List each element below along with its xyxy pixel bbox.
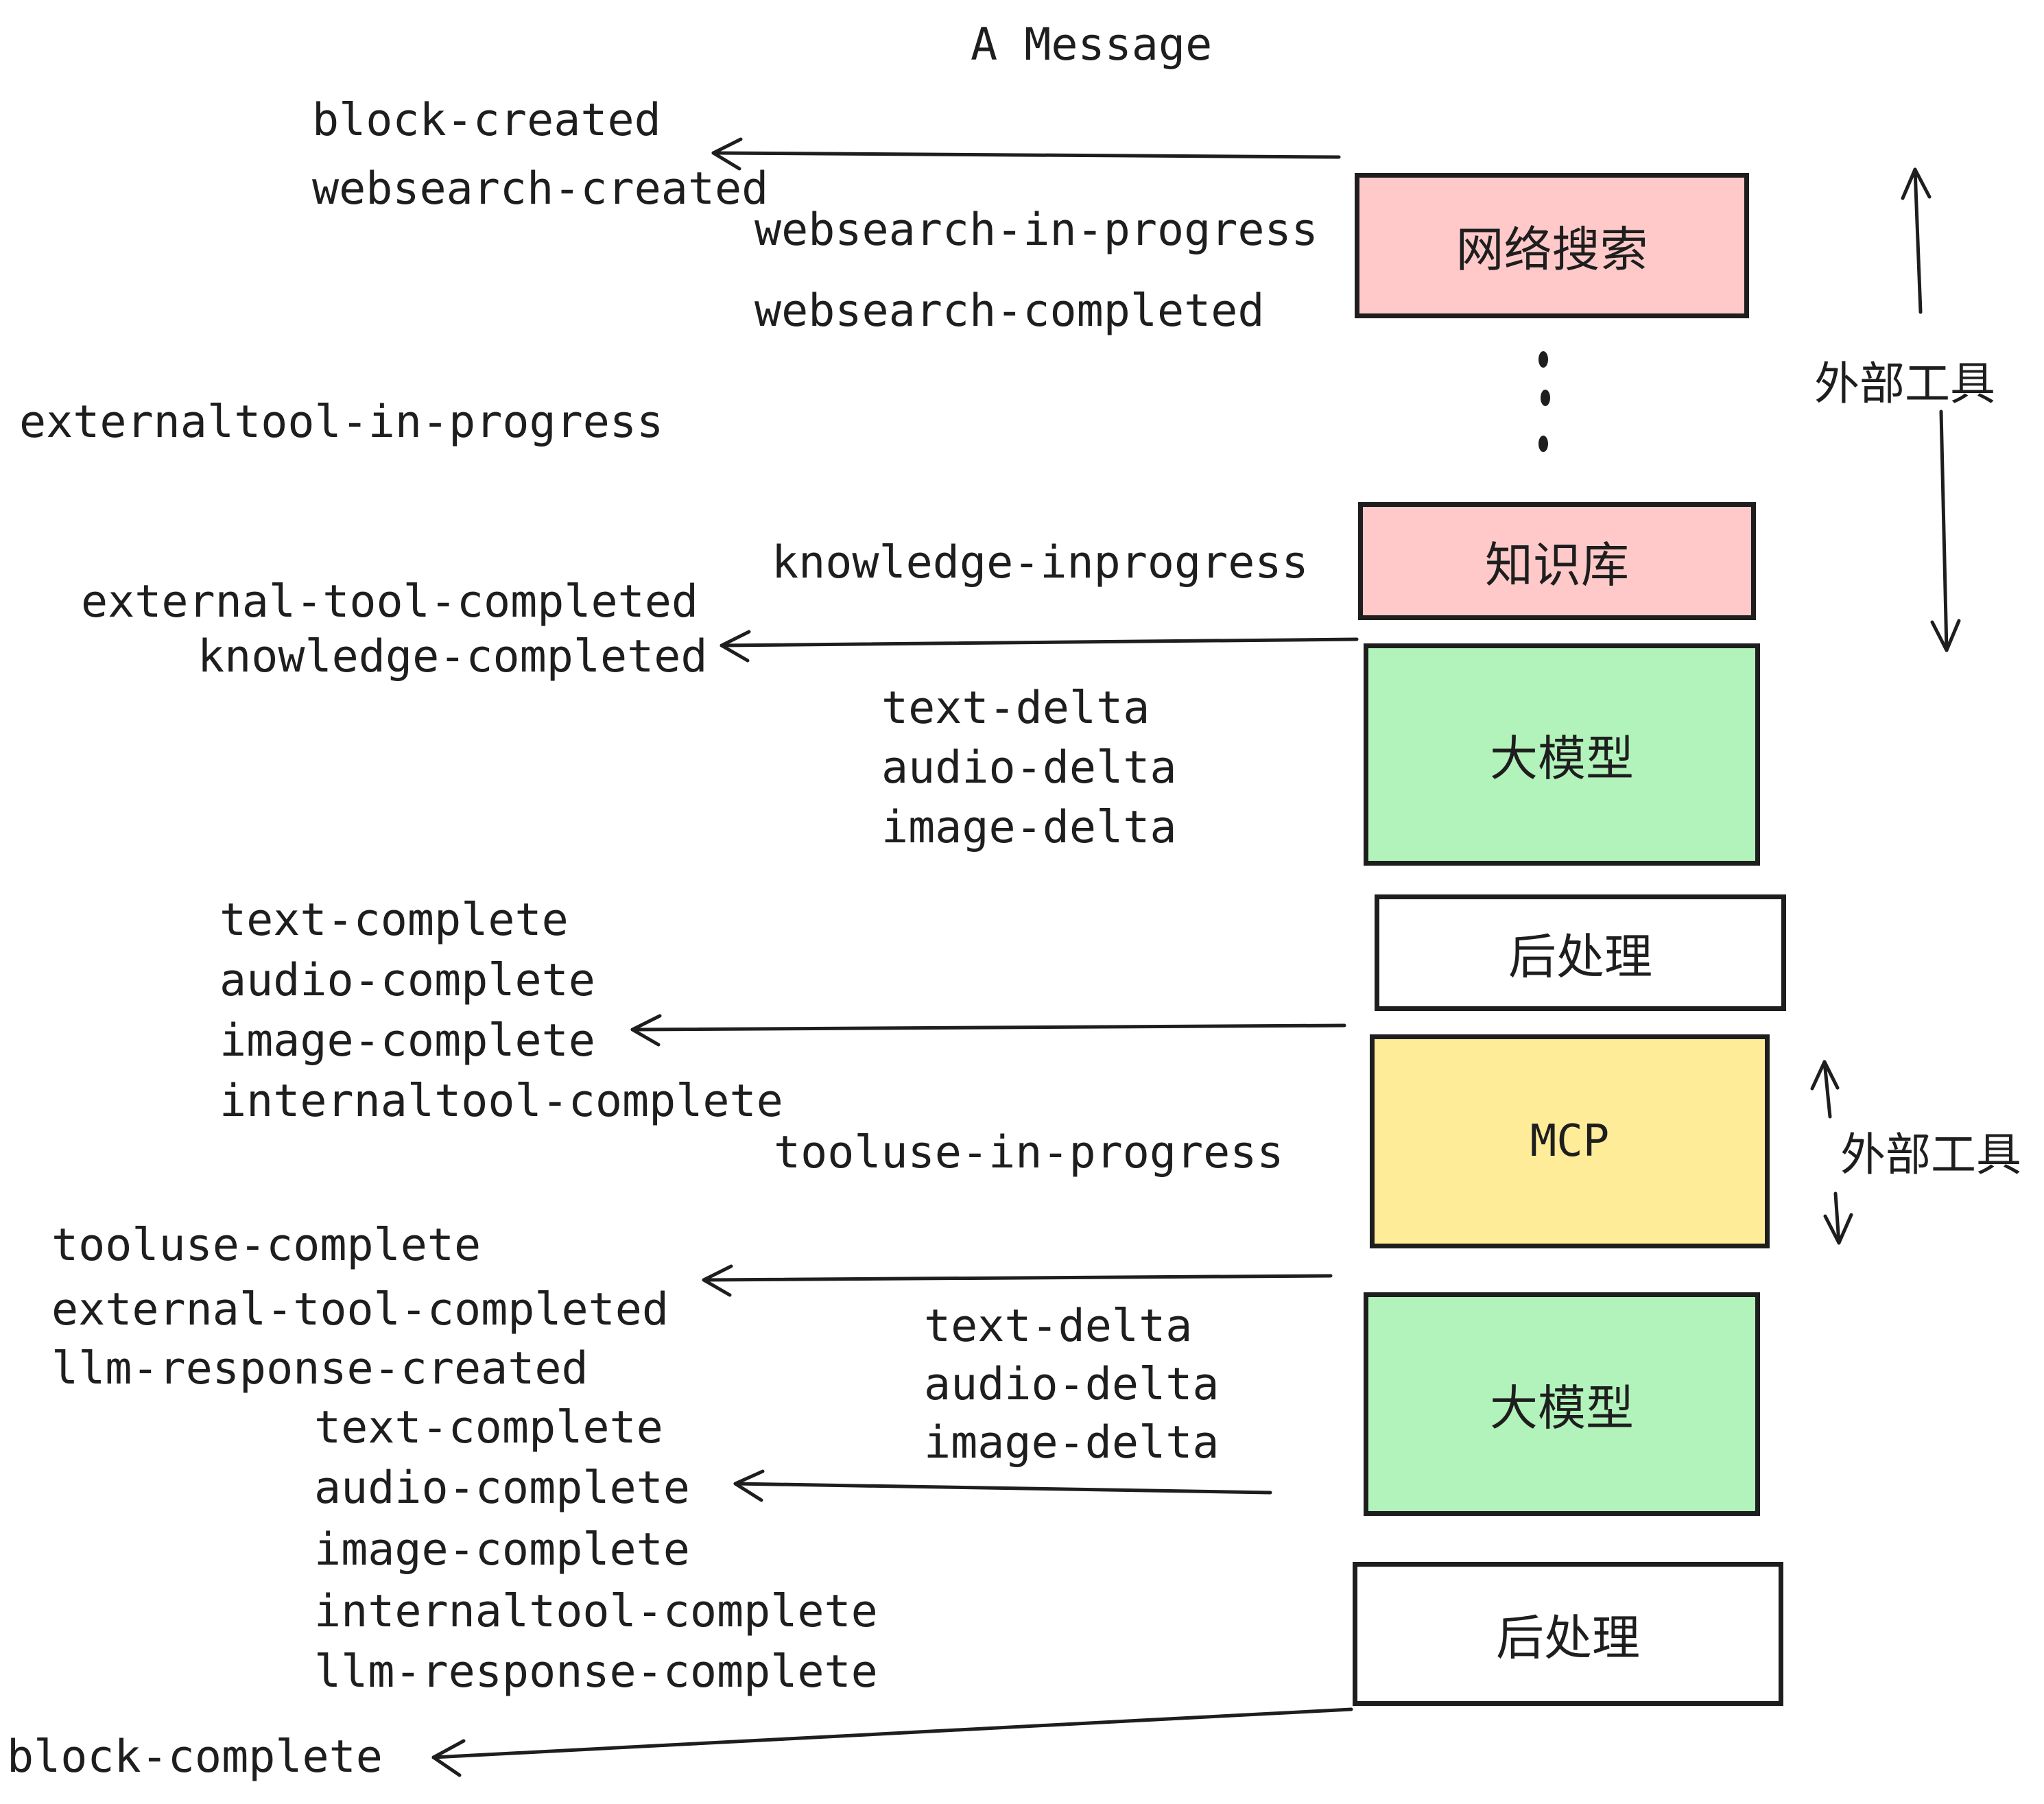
event-knowledge-completed: knowledge-completed: [198, 631, 708, 683]
external-tools-label-1: 外部工具: [1814, 357, 1995, 410]
event-websearch-in-progress: websearch-in-progress: [754, 204, 1318, 256]
box-post-process-2-label: 后处理: [1496, 1609, 1640, 1666]
external-tools-down-arrow-2: [1823, 1191, 1853, 1245]
event-block-created: block-created: [312, 95, 661, 146]
arrow-to-audio-complete: [733, 1469, 1272, 1502]
box-post-process-1: 后处理: [1375, 894, 1786, 1011]
external-tools-up-arrow-1: [1901, 167, 1932, 314]
event-audio-complete-1: audio-complete: [219, 955, 595, 1006]
event-websearch-created: websearch-created: [312, 163, 769, 215]
box-knowledge-base: 知识库: [1358, 502, 1756, 620]
arrow-to-tooluse-complete: [702, 1264, 1333, 1297]
event-image-delta-2: image-delta: [924, 1417, 1220, 1469]
event-external-tool-completed-2: external-tool-completed: [51, 1284, 669, 1336]
event-tooluse-in-progress: tooluse-in-progress: [774, 1127, 1284, 1178]
box-llm-2-label: 大模型: [1490, 1379, 1634, 1436]
box-mcp-label: MCP: [1530, 1116, 1610, 1167]
box-llm-1: 大模型: [1364, 643, 1760, 866]
event-internaltool-complete-2: internaltool-complete: [314, 1586, 878, 1637]
event-block-complete: block-complete: [7, 1731, 383, 1783]
event-audio-delta-2: audio-delta: [924, 1359, 1220, 1410]
arrow-to-block-complete: [431, 1707, 1353, 1777]
event-llm-response-complete: llm-response-complete: [314, 1646, 878, 1698]
external-tools-up-arrow-2: [1810, 1060, 1840, 1119]
box-llm-1-label: 大模型: [1490, 730, 1634, 787]
arrow-to-websearch-created: [711, 137, 1341, 171]
box-knowledge-base-label: 知识库: [1485, 536, 1629, 593]
event-external-tool-completed-1: external-tool-completed: [81, 576, 699, 628]
diagram-title: A Message: [971, 19, 1213, 71]
box-mcp: MCP: [1370, 1034, 1770, 1248]
event-image-complete-2: image-complete: [314, 1524, 690, 1576]
event-text-delta-2: text-delta: [924, 1301, 1193, 1352]
event-audio-delta-1: audio-delta: [881, 742, 1177, 794]
event-text-complete-1: text-complete: [219, 894, 569, 946]
event-websearch-completed: websearch-completed: [754, 285, 1265, 337]
event-llm-response-created: llm-response-created: [51, 1343, 589, 1394]
box-websearch: 网络搜索: [1355, 173, 1749, 318]
box-websearch-label: 网络搜索: [1455, 221, 1648, 278]
box-post-process-1-label: 后处理: [1508, 928, 1652, 985]
external-tools-label-2: 外部工具: [1840, 1128, 2021, 1181]
event-audio-complete-2: audio-complete: [314, 1462, 690, 1514]
box-llm-2: 大模型: [1364, 1292, 1760, 1516]
box-post-process-2: 后处理: [1353, 1562, 1783, 1706]
event-text-complete-2: text-complete: [314, 1402, 663, 1453]
event-text-delta-1: text-delta: [881, 683, 1150, 734]
external-tools-down-arrow-1: [1930, 410, 1961, 652]
arrow-to-image-complete: [630, 1014, 1346, 1047]
arrow-to-knowledge-completed: [720, 630, 1359, 663]
event-externaltool-in-progress: externaltool-in-progress: [19, 396, 664, 448]
event-image-delta-1: image-delta: [881, 802, 1177, 853]
event-tooluse-complete: tooluse-complete: [51, 1220, 482, 1271]
event-image-complete-1: image-complete: [219, 1015, 595, 1067]
ellipsis-dots: [1538, 351, 1550, 452]
event-knowledge-inprogress: knowledge-inprogress: [772, 537, 1309, 589]
event-internaltool-complete-1: internaltool-complete: [219, 1076, 783, 1127]
